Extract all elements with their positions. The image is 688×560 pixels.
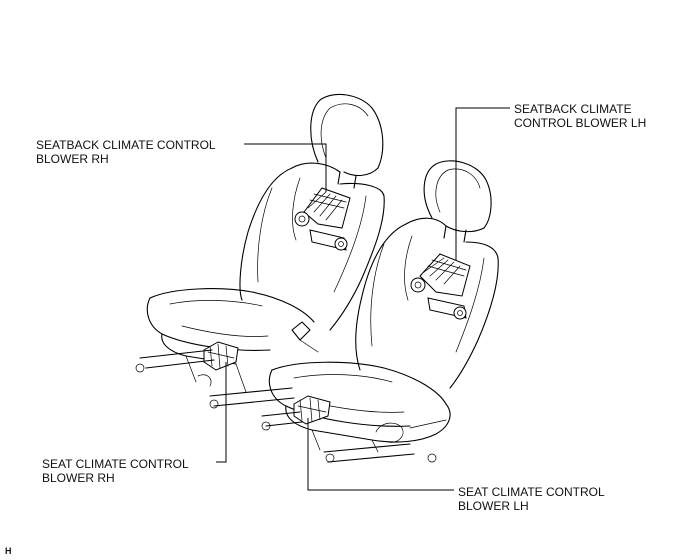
callout-line: SEAT CLIMATE CONTROL (458, 485, 605, 499)
callout-seat-climate-control-blower-lh: SEAT CLIMATE CONTROL BLOWER LH (458, 485, 605, 513)
seat-blower-lh (293, 395, 331, 425)
seatback-blower-rh (294, 187, 351, 251)
callout-line: BLOWER RH (36, 152, 109, 166)
seat-rh (135, 93, 385, 409)
leader-lines (216, 107, 510, 491)
seat-blower-rh (203, 341, 239, 371)
callout-line: CONTROL BLOWER LH (514, 116, 647, 130)
seatback-blower-lh (410, 253, 471, 320)
callout-line: BLOWER LH (458, 499, 529, 513)
callout-seatback-climate-control-blower-lh: SEATBACK CLIMATE CONTROL BLOWER LH (514, 102, 646, 130)
callout-line: SEAT CLIMATE CONTROL (42, 457, 189, 471)
seat-lh (261, 160, 499, 463)
corner-mark: H (5, 546, 12, 556)
callout-line: SEATBACK CLIMATE CONTROL (36, 138, 216, 152)
callout-line: BLOWER RH (42, 471, 115, 485)
callout-line: SEATBACK CLIMATE (514, 102, 632, 116)
callout-seatback-climate-control-blower-rh: SEATBACK CLIMATE CONTROL BLOWER RH (36, 138, 216, 166)
callout-seat-climate-control-blower-rh: SEAT CLIMATE CONTROL BLOWER RH (42, 457, 189, 485)
